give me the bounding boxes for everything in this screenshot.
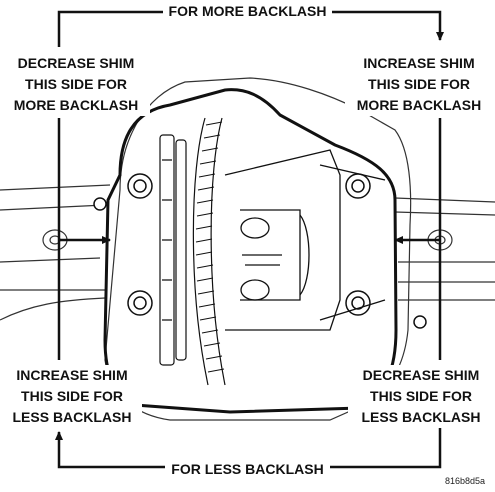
top-right-label: INCREASE SHIM THIS SIDE FOR MORE BACKLAS…: [345, 53, 493, 116]
figure-code: 816b8d5a: [444, 476, 485, 486]
bottom-label-text: FOR LESS BACKLASH: [165, 459, 330, 480]
top-left-line-2: THIS SIDE FOR: [2, 74, 150, 95]
bearing-cap-bolts: [93, 173, 427, 329]
bottom-left-label: INCREASE SHIM THIS SIDE FOR LESS BACKLAS…: [2, 365, 142, 428]
top-label: FOR MORE BACKLASH: [0, 1, 495, 22]
bottom-left-line-3: LESS BACKLASH: [2, 407, 142, 428]
bottom-left-line-1: INCREASE SHIM: [2, 365, 142, 386]
carrier-opening: [103, 88, 398, 414]
top-right-line-3: MORE BACKLASH: [345, 95, 493, 116]
housing-outline: [104, 77, 412, 421]
top-right-line-1: INCREASE SHIM: [345, 53, 493, 74]
top-left-line-1: DECREASE SHIM: [2, 53, 150, 74]
bottom-right-line-2: THIS SIDE FOR: [348, 386, 494, 407]
ring-gear: [192, 117, 226, 386]
top-right-line-2: THIS SIDE FOR: [345, 74, 493, 95]
differential-case: [224, 149, 386, 331]
top-label-text: FOR MORE BACKLASH: [162, 1, 333, 22]
top-left-line-3: MORE BACKLASH: [2, 95, 150, 116]
left-shim-stack: [159, 134, 187, 366]
top-left-label: DECREASE SHIM THIS SIDE FOR MORE BACKLAS…: [2, 53, 150, 116]
bottom-label: FOR LESS BACKLASH: [0, 459, 495, 480]
bottom-left-line-2: THIS SIDE FOR: [2, 386, 142, 407]
bottom-right-line-1: DECREASE SHIM: [348, 365, 494, 386]
bottom-right-line-3: LESS BACKLASH: [348, 407, 494, 428]
bottom-right-label: DECREASE SHIM THIS SIDE FOR LESS BACKLAS…: [348, 365, 494, 428]
